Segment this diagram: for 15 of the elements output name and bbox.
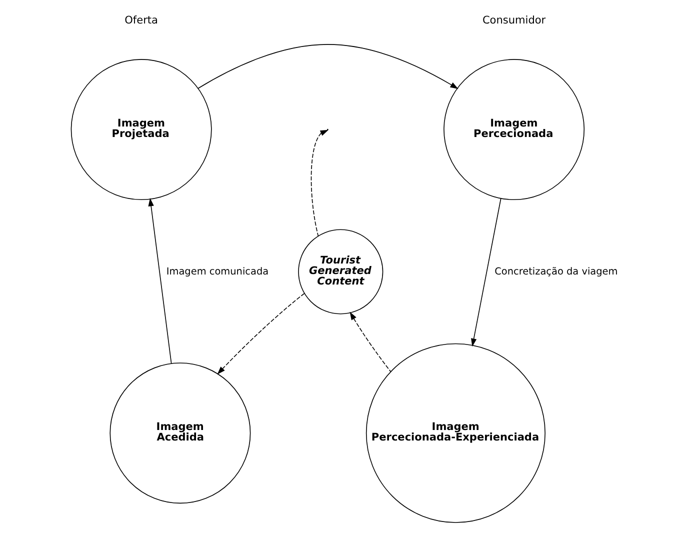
- node-circle: Imagem Percecionada-Experienciada: [366, 343, 546, 523]
- node-circle: Tourist Generated Content: [298, 229, 384, 314]
- node-circle: Imagem Acedida: [110, 362, 251, 504]
- arrow: [217, 293, 305, 374]
- node-circle: Imagem Percecionada: [444, 59, 585, 200]
- edge-label: Imagem comunicada: [166, 266, 269, 278]
- arrow: [471, 198, 502, 347]
- node-circle: Imagem Projetada: [70, 59, 212, 200]
- node-label: Consumidor: [482, 14, 546, 26]
- arrow: [148, 198, 172, 364]
- node-label: Oferta: [124, 14, 158, 26]
- arrow: [310, 130, 328, 236]
- arrow: [198, 44, 458, 90]
- arrow: [350, 312, 392, 372]
- edge-label: Concretização da viagem: [494, 266, 618, 278]
